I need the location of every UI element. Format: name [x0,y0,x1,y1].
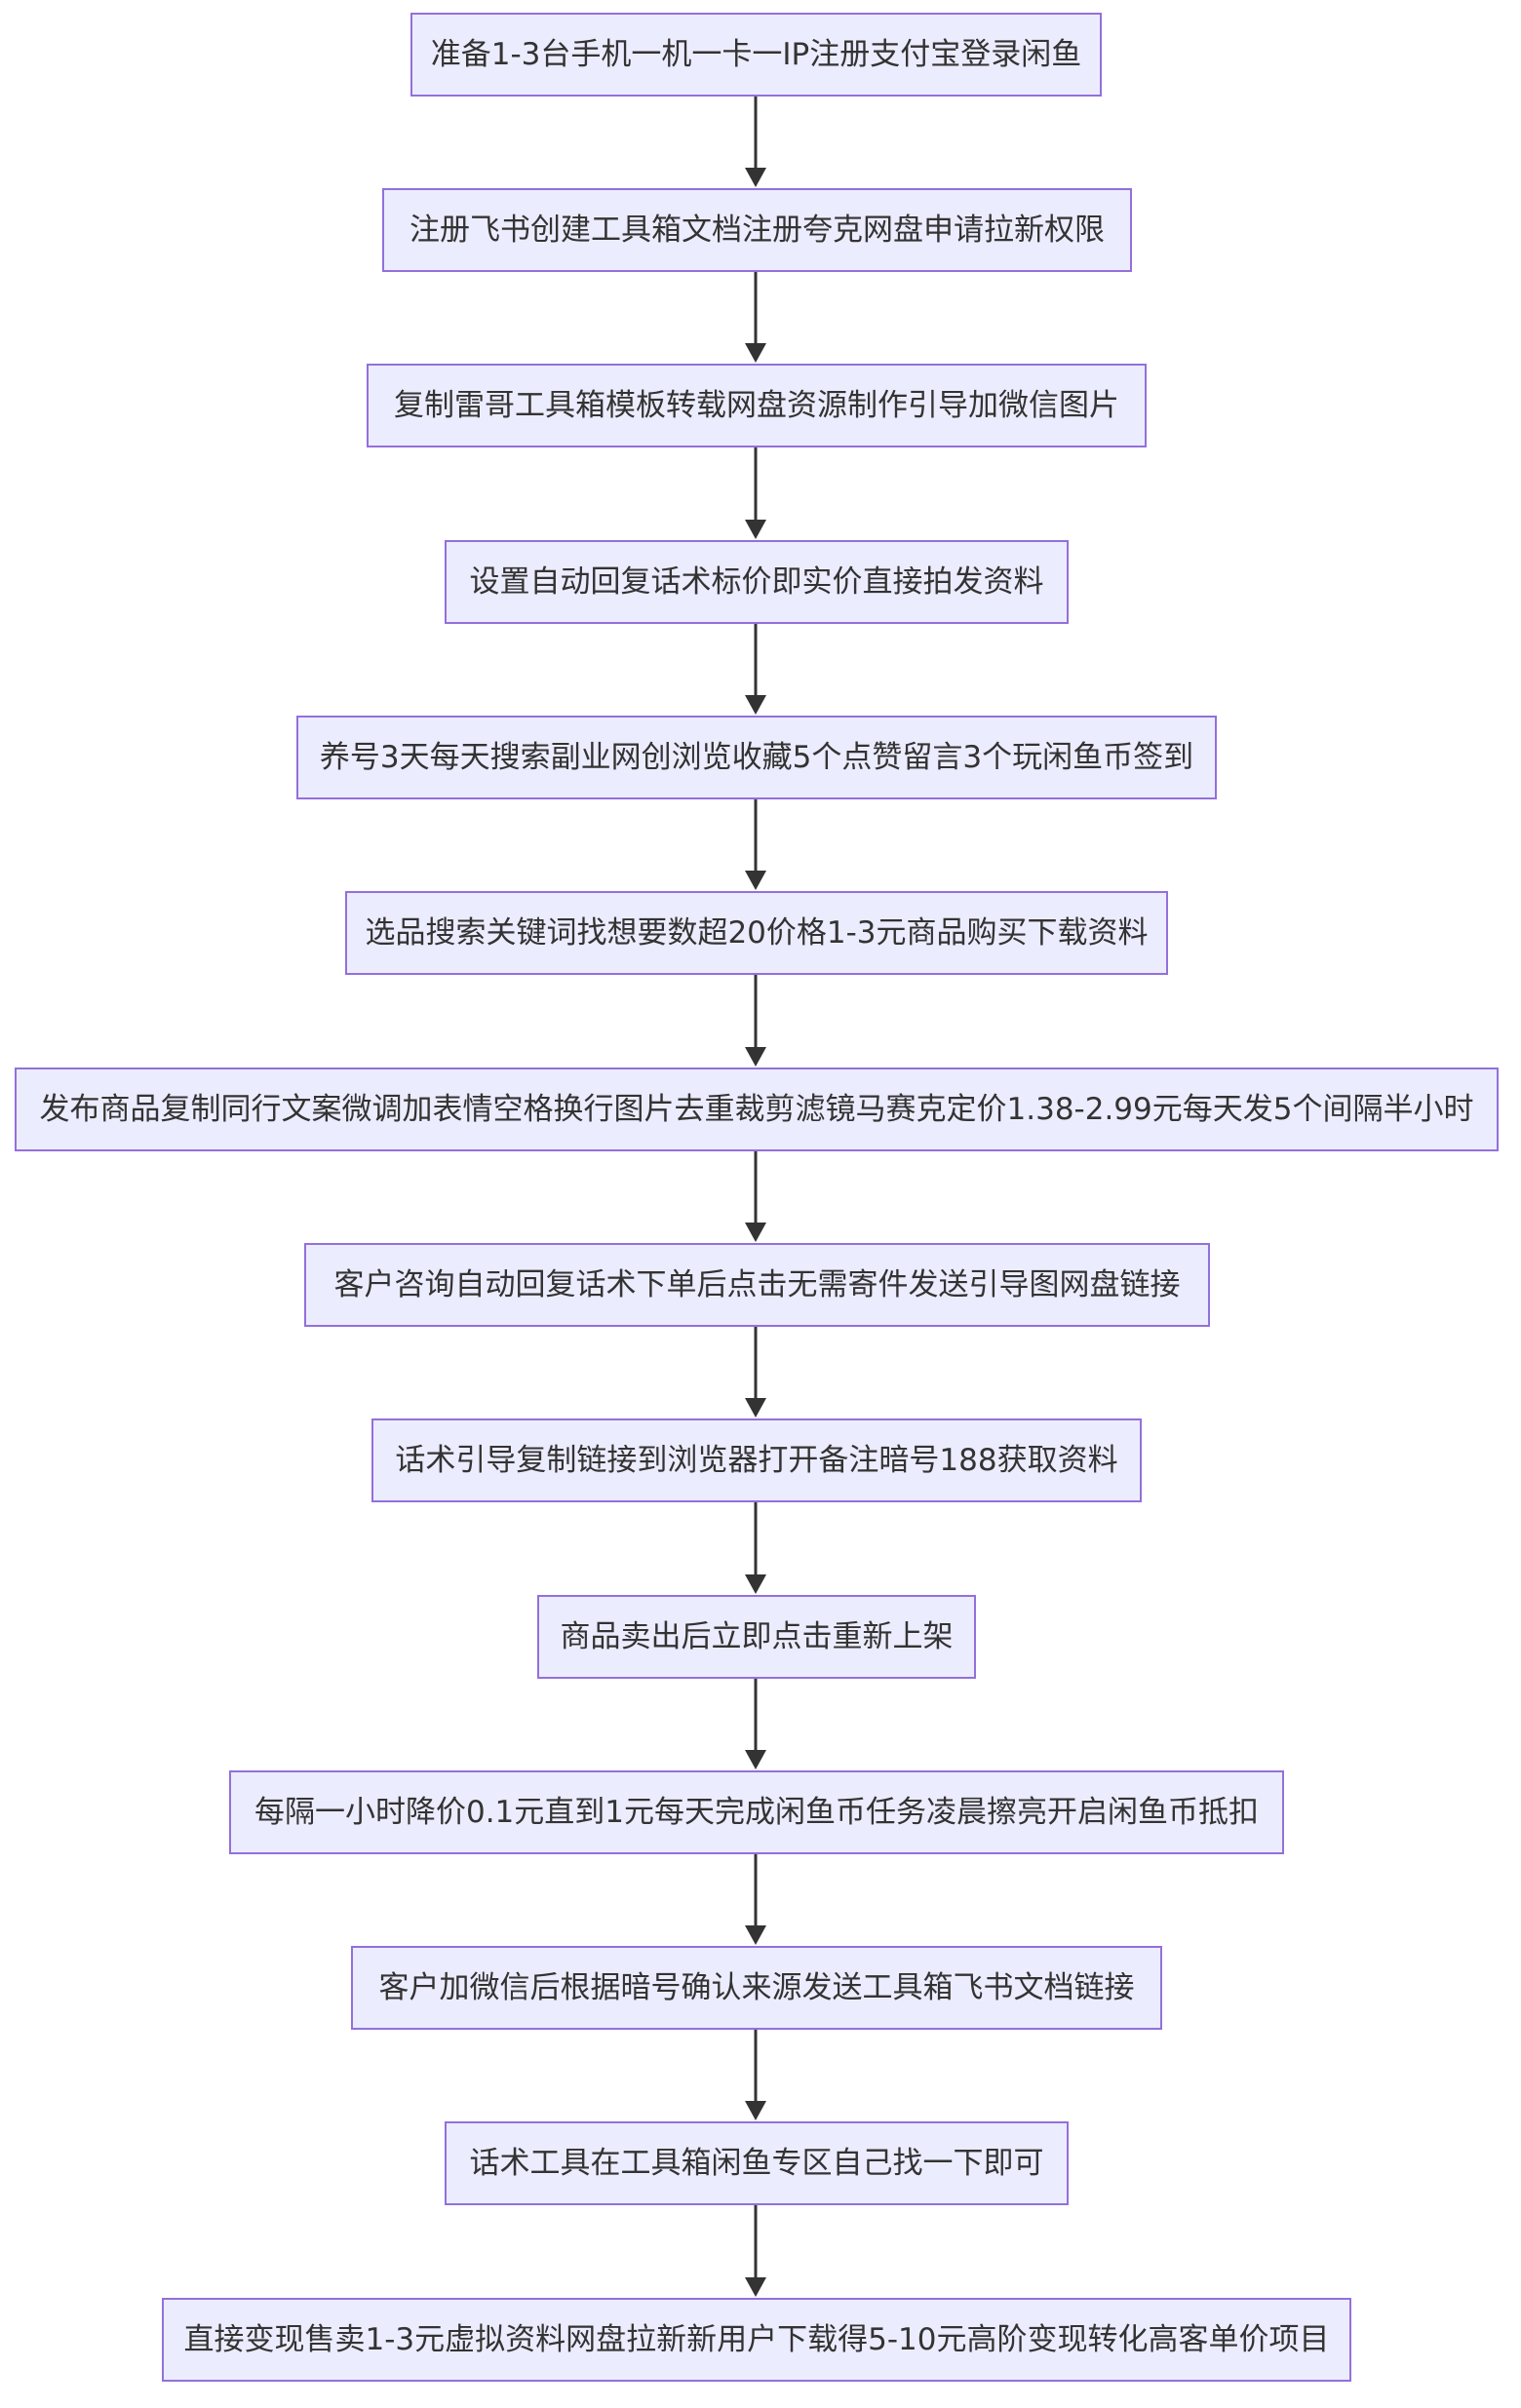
flowchart-node-box [162,2298,1351,2382]
flowchart-node-box [367,364,1147,447]
flowchart-node-box [371,1418,1142,1502]
flowchart-edge [745,1853,766,1945]
flowchart-node-box [445,2121,1069,2205]
flowchart-node: 设置自动回复话术标价即实价直接拍发资料 [445,540,1069,624]
flowchart-edge [745,271,766,363]
flowchart-node-label: 话术引导复制链接到浏览器打开备注暗号188获取资料 [395,1443,1117,1478]
flowchart-edge [745,798,766,890]
arrowhead-icon [745,343,766,363]
flowchart-node-box [15,1068,1499,1151]
flowchart-edge [745,1678,766,1769]
flowchart-node-box [351,1946,1162,2030]
arrowhead-icon [745,871,766,890]
flowchart-node-box [382,188,1132,272]
flowchart-node: 商品卖出后立即点击重新上架 [537,1595,976,1679]
flowchart-node-label: 客户咨询自动回复话术下单后点击无需寄件发送引导图网盘链接 [334,1267,1181,1302]
flowchart-edge [745,447,766,539]
flowchart-node: 客户加微信后根据暗号确认来源发送工具箱飞书文档链接 [351,1946,1162,2030]
flowchart-edge [745,974,766,1067]
flowchart-node-box [304,1243,1210,1327]
flowchart-node: 话术引导复制链接到浏览器打开备注暗号188获取资料 [371,1418,1142,1502]
flowchart-nodes: 准备1-3台手机一机一卡一IP注册支付宝登录闲鱼注册飞书创建工具箱文档注册夸克网… [15,13,1499,2382]
flowchart-edge [745,2029,766,2120]
flowchart-node: 发布商品复制同行文案微调加表情空格换行图片去重裁剪滤镜马赛克定价1.38-2.9… [15,1068,1499,1151]
flowchart-edge [745,2204,766,2297]
arrowhead-icon [745,695,766,715]
arrowhead-icon [745,1750,766,1769]
arrowhead-icon [745,1047,766,1067]
flowchart-node-label: 话术工具在工具箱闲鱼专区自己找一下即可 [470,2146,1044,2181]
flowchart-node-label: 复制雷哥工具箱模板转载网盘资源制作引导加微信图片 [394,388,1119,423]
arrowhead-icon [745,1925,766,1945]
flowchart-node-box [296,716,1217,799]
flowchart-node-label: 设置自动回复话术标价即实价直接拍发资料 [470,564,1044,600]
flowchart-node: 选品搜索关键词找想要数超20价格1-3元商品购买下载资料 [345,891,1168,975]
flowchart-node: 复制雷哥工具箱模板转载网盘资源制作引导加微信图片 [367,364,1147,447]
flowchart-node: 每隔一小时降价0.1元直到1元每天完成闲鱼币任务凌晨擦亮开启闲鱼币抵扣 [229,1770,1284,1854]
flowchart-node: 话术工具在工具箱闲鱼专区自己找一下即可 [445,2121,1069,2205]
flowchart-edge [745,1150,766,1242]
flowchart-edge [745,1326,766,1418]
arrowhead-icon [745,1398,766,1418]
flowchart-node-box [410,13,1102,97]
flowchart-node-label: 客户加微信后根据暗号确认来源发送工具箱飞书文档链接 [379,1970,1135,2005]
arrowhead-icon [745,2277,766,2297]
arrowhead-icon [745,1223,766,1242]
flowchart-node: 准备1-3台手机一机一卡一IP注册支付宝登录闲鱼 [410,13,1102,97]
flowchart-edge [745,1501,766,1594]
flowchart-node: 养号3天每天搜索副业网创浏览收藏5个点赞留言3个玩闲鱼币签到 [296,716,1217,799]
flowchart-edges [745,96,766,2297]
arrowhead-icon [745,520,766,539]
flowchart-edge [745,96,766,187]
flowchart-node-label: 发布商品复制同行文案微调加表情空格换行图片去重裁剪滤镜马赛克定价1.38-2.9… [40,1092,1474,1127]
flowchart-node-box [229,1770,1284,1854]
flowchart-node: 直接变现售卖1-3元虚拟资料网盘拉新新用户下载得5-10元高阶变现转化高客单价项… [162,2298,1351,2382]
flowchart-node-box [345,891,1168,975]
flowchart-node-label: 商品卖出后立即点击重新上架 [561,1619,954,1654]
flowchart-node-box [445,540,1069,624]
flowchart-node: 注册飞书创建工具箱文档注册夸克网盘申请拉新权限 [382,188,1132,272]
flowchart-node-box [537,1595,976,1679]
flowchart-node-label: 直接变现售卖1-3元虚拟资料网盘拉新新用户下载得5-10元高阶变现转化高客单价项… [184,2322,1330,2357]
flowchart-node: 客户咨询自动回复话术下单后点击无需寄件发送引导图网盘链接 [304,1243,1210,1327]
arrowhead-icon [745,168,766,187]
flowchart-node-label: 选品搜索关键词找想要数超20价格1-3元商品购买下载资料 [365,915,1148,951]
arrowhead-icon [745,1574,766,1594]
flowchart-node-label: 准备1-3台手机一机一卡一IP注册支付宝登录闲鱼 [431,37,1081,72]
flowchart-node-label: 注册飞书创建工具箱文档注册夸克网盘申请拉新权限 [410,213,1105,248]
arrowhead-icon [745,2101,766,2120]
flowchart-node-label: 每隔一小时降价0.1元直到1元每天完成闲鱼币任务凌晨擦亮开启闲鱼币抵扣 [254,1795,1259,1830]
flowchart-edge [745,623,766,715]
flowchart-node-label: 养号3天每天搜索副业网创浏览收藏5个点赞留言3个玩闲鱼币签到 [320,740,1193,775]
